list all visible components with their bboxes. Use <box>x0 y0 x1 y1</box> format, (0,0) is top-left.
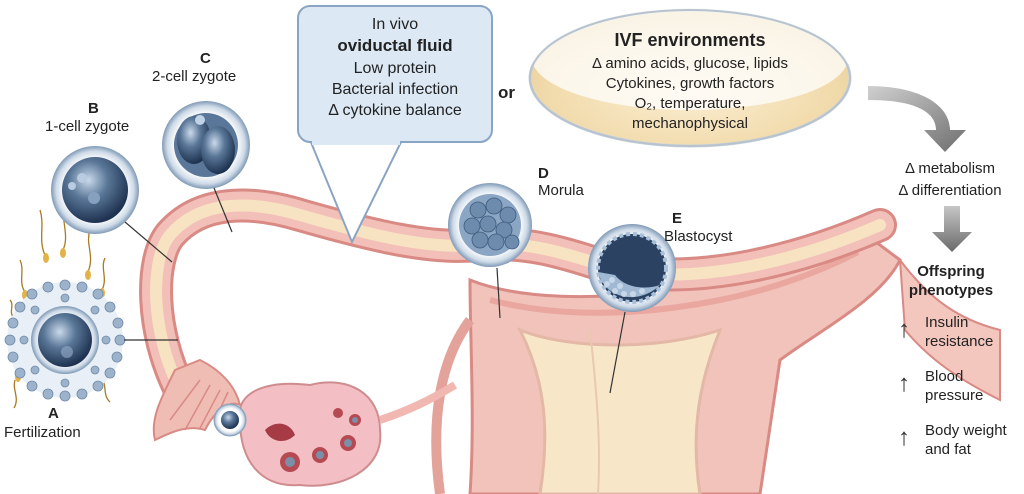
invivo-item-2: Bacterial infection <box>331 81 459 98</box>
phenotype-insulin: Insulin resistance <box>925 313 993 351</box>
effect-differentiation: Δ differentiation <box>898 182 1002 199</box>
offspring-title-line2: phenotypes <box>908 282 994 299</box>
ivf-item-4: mechanophysical <box>632 115 748 132</box>
phenotype-insulin-line1: Insulin <box>925 314 969 331</box>
ivf-item-2: Cytokines, growth factors <box>605 75 775 92</box>
phenotype-body-weight-line2: and fat <box>925 441 971 458</box>
or-connector: or <box>498 83 515 102</box>
cell-morula <box>448 183 532 319</box>
invivo-line1: In vivo <box>371 16 419 33</box>
invivo-text: In vivo oviductal fluid Low protein Bact… <box>298 14 492 121</box>
stage-e-label: Blastocyst <box>664 228 733 245</box>
fimbriae <box>152 358 242 442</box>
stage-b-letter: B <box>88 100 99 117</box>
up-arrow-icon: ↑ <box>898 424 910 451</box>
phenotype-blood-pressure-line2: pressure <box>925 387 984 404</box>
stage-d-letter: D <box>538 165 549 182</box>
stage-a-label: Fertilization <box>4 424 81 441</box>
stage-a-letter: A <box>48 405 59 422</box>
stage-e-letter: E <box>672 210 683 227</box>
up-arrow-icon: ↑ <box>898 316 910 343</box>
ivf-dish <box>528 6 852 148</box>
ivf-title: IVF environments <box>614 30 766 50</box>
stage-d-label: Morula <box>538 182 584 199</box>
cell-blastocyst <box>588 224 676 394</box>
down-arrow <box>932 206 972 252</box>
cell-2-cell-zygote <box>162 101 250 233</box>
ivf-item-1: Δ amino acids, glucose, lipids <box>592 55 788 72</box>
ivf-item-3: O₂, temperature, <box>634 95 746 112</box>
oviduct <box>139 188 897 407</box>
effects: Δ metabolism Δ differentiation <box>880 158 1020 202</box>
up-arrow-icon: ↑ <box>898 370 910 397</box>
cell-1-cell-zygote <box>51 146 173 263</box>
effect-metabolism: Δ metabolism <box>904 160 996 177</box>
stage-b-label: 1-cell zygote <box>45 118 130 135</box>
stage-c-label: 2-cell zygote <box>152 68 237 85</box>
invivo-callout <box>297 5 493 245</box>
phenotype-body-weight-line1: Body weight <box>925 422 1007 439</box>
invivo-line2: oviductal fluid <box>337 36 453 55</box>
cell-fertilization <box>4 279 178 402</box>
phenotype-body-weight: Body weight and fat <box>925 421 1007 459</box>
curved-arrow <box>868 86 966 152</box>
offspring-title-line1: Offspring <box>917 263 985 280</box>
phenotype-insulin-line2: resistance <box>925 333 994 350</box>
uterus <box>431 228 1001 494</box>
invivo-item-1: Low protein <box>353 60 437 77</box>
stage-c-letter: C <box>200 50 211 67</box>
invivo-item-3: Δ cytokine balance <box>328 102 462 119</box>
offspring-title: Offspring phenotypes <box>886 262 1016 300</box>
phenotype-blood-pressure: Blood pressure <box>925 367 983 405</box>
phenotype-blood-pressure-line1: Blood <box>925 368 964 385</box>
ovary <box>213 381 458 487</box>
ivf-text: IVF environments Δ amino acids, glucose,… <box>540 30 840 134</box>
